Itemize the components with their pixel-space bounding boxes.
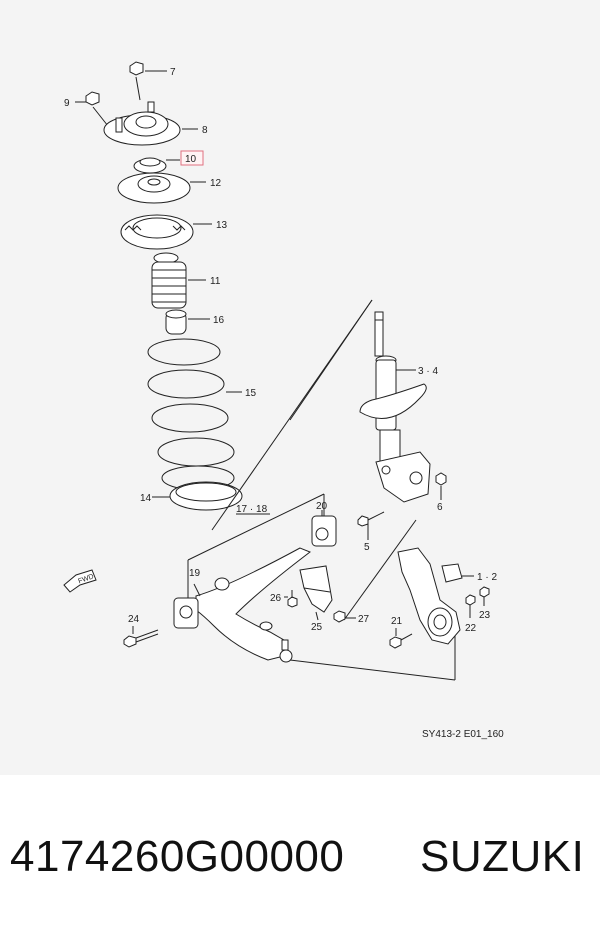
- part-lower-seat-14: [152, 481, 243, 511]
- callout-26: 26: [270, 593, 282, 604]
- part-strut-3-4: [359, 311, 431, 503]
- callout-12: 12: [210, 178, 222, 189]
- part-bolt-26: [284, 590, 298, 608]
- part-bump-boot-11: [151, 252, 206, 309]
- callout-21: 21: [391, 616, 403, 627]
- callout-11: 11: [210, 276, 221, 287]
- part-bracket-25: [299, 565, 333, 621]
- callout-25: 25: [311, 622, 323, 633]
- part-number: 4174260G00000: [10, 832, 345, 881]
- part-bolt-6: [435, 472, 447, 500]
- part-bushing-20: [311, 510, 337, 547]
- callout-3-4: 3 · 4: [418, 366, 438, 377]
- part-bearing-10: [133, 157, 180, 174]
- part-bolt-24: [123, 626, 159, 648]
- callout-9: 9: [64, 98, 70, 109]
- part-bolt-23: [479, 586, 490, 606]
- callout-16: 16: [213, 315, 225, 326]
- part-nut-9: [75, 91, 109, 127]
- callout-15: 15: [245, 388, 257, 399]
- fwd-arrow-icon: FWD: [63, 569, 97, 593]
- part-knuckle-1-2: [397, 547, 474, 645]
- callout-5: 5: [364, 542, 370, 553]
- callout-24: 24: [128, 614, 140, 625]
- callout-13: 13: [216, 220, 228, 231]
- part-bolt-21: [389, 628, 413, 649]
- part-strut-mount-8: [103, 101, 198, 146]
- part-coil-spring-15: [147, 338, 242, 491]
- brand-name: SUZUKI: [420, 832, 585, 881]
- part-bushing-19: [173, 583, 201, 629]
- callout-10: 10: [185, 154, 197, 165]
- part-nut-27: [333, 610, 356, 623]
- callout-6: 6: [437, 502, 443, 513]
- part-lower-arm-17-18: [195, 547, 312, 663]
- callout-14: 14: [140, 493, 152, 504]
- callout-27: 27: [358, 614, 370, 625]
- part-insulator-13: [120, 214, 212, 250]
- caption-area: [0, 775, 600, 932]
- part-nut-22: [465, 594, 476, 618]
- parts-diagram: 7 9 8 10 12 13: [0, 0, 600, 775]
- callout-19: 19: [189, 568, 201, 579]
- callout-20: 20: [316, 501, 328, 512]
- part-upper-seat-12: [117, 172, 206, 204]
- callout-1-2: 1 · 2: [477, 572, 497, 583]
- callout-22: 22: [465, 623, 477, 634]
- part-bump-stop-16: [165, 309, 210, 335]
- callout-8: 8: [202, 125, 208, 136]
- callout-10-highlight: [180, 150, 204, 166]
- callout-23: 23: [479, 610, 491, 621]
- part-nut-7: [129, 61, 167, 101]
- suspension-exploded-view: 7 9 8 10 12 13: [63, 61, 504, 740]
- assembly-guide-lines: [187, 299, 456, 681]
- diagram-code: SY413-2 E01_160: [422, 729, 504, 740]
- callout-7: 7: [170, 67, 176, 78]
- callout-17-18: 17 · 18: [236, 504, 268, 515]
- part-bolt-5: [357, 511, 385, 540]
